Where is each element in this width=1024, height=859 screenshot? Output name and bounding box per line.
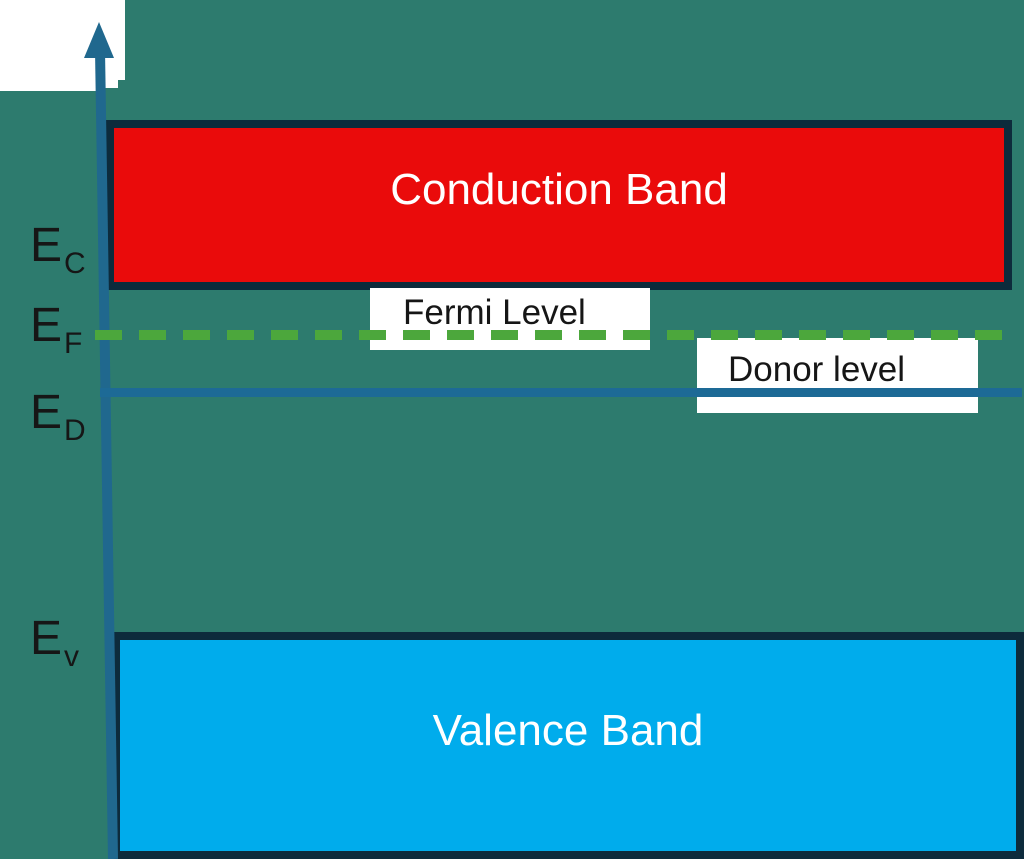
ec-symbol: E — [30, 219, 63, 272]
fermi-level-label: Fermi Level — [403, 293, 586, 332]
ev-label-backplate — [0, 0, 118, 88]
ev-symbol: E — [30, 612, 63, 665]
donor-level-line — [100, 388, 1022, 397]
ev-label: Ev — [30, 615, 79, 672]
ed-label: ED — [30, 389, 86, 446]
ef-label: EF — [30, 302, 82, 359]
valence-band-label: Valence Band — [432, 705, 704, 755]
ev-subscript: v — [64, 640, 80, 673]
ec-label: EC — [30, 222, 86, 279]
donor-label-backplate — [697, 338, 978, 413]
conduction-band: Conduction Band — [106, 120, 1012, 290]
conduction-band-label: Conduction Band — [390, 165, 728, 214]
ed-symbol: E — [30, 386, 63, 439]
fermi-level-dashed-line — [95, 330, 1016, 340]
ef-symbol: E — [30, 299, 63, 352]
ef-subscript: F — [64, 327, 83, 360]
donor-level-label: Donor level — [728, 350, 906, 389]
ed-subscript: D — [64, 414, 86, 447]
valence-band: Valence Band — [112, 632, 1024, 859]
ec-subscript: C — [64, 247, 86, 280]
